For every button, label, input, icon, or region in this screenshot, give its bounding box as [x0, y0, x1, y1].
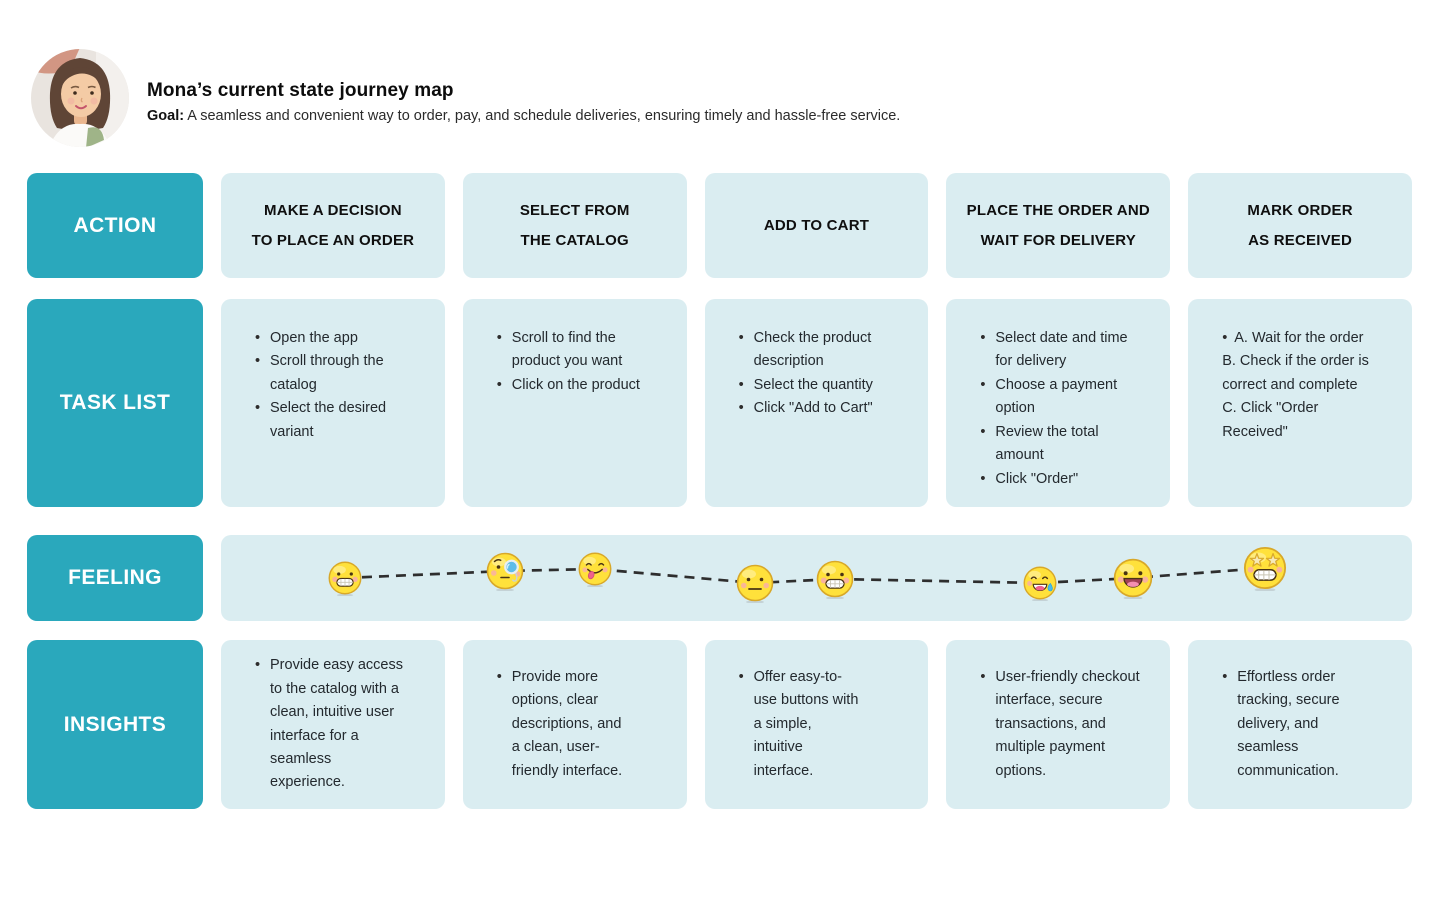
action-row: ACTION MAKE A DECISION TO PLACE AN ORDER… — [27, 173, 1412, 278]
feeling-row: FEELING — [27, 535, 1412, 621]
task-card-5: A. Wait for the order B. Check if the or… — [1188, 299, 1412, 507]
list-item: Scroll through the catalog — [255, 350, 405, 397]
insight-card-2: Provide more options, clear descriptions… — [462, 640, 687, 809]
action-card-2: SELECT FROM THE CATALOG — [462, 173, 687, 278]
list-item: User-friendly checkout interface, secure… — [980, 666, 1145, 783]
task-list-3: Check the product descriptionSelect the … — [739, 327, 889, 421]
insight-card-4: User-friendly checkout interface, secure… — [946, 640, 1171, 809]
row-label-feeling: FEELING — [27, 535, 203, 621]
task-card-3: Check the product descriptionSelect the … — [704, 299, 929, 507]
list-item: Click "Add to Cart" — [739, 397, 889, 421]
page-title: Mona’s current state journey map — [147, 80, 454, 101]
emoji-neutral-icon — [735, 563, 775, 603]
emoji-tongue-out-icon — [577, 551, 613, 587]
action-card-5-text: MARK ORDER AS RECEIVED — [1247, 201, 1353, 249]
avatar — [30, 48, 130, 148]
goal-text: A seamless and convenient way to order, … — [187, 108, 901, 124]
insight-list-5: Effortless order tracking, secure delive… — [1222, 666, 1350, 783]
list-item: Select date and time for delivery — [980, 327, 1137, 374]
task-list-1: Open the appScroll through the catalogSe… — [255, 327, 405, 444]
goal-line: Goal: A seamless and convenient way to o… — [147, 108, 900, 124]
row-label-insights: INSIGHTS — [27, 640, 203, 809]
insight-card-5: Effortless order tracking, secure delive… — [1188, 640, 1412, 809]
insight-list-1: Provide easy access to the catalog with … — [255, 654, 405, 795]
avatar-illustration — [31, 49, 129, 147]
row-label-task-list: TASK LIST — [27, 299, 203, 507]
insight-card-1: Provide easy access to the catalog with … — [221, 640, 445, 809]
journey-map-page: Mona’s current state journey map Goal: A… — [0, 48, 1440, 908]
row-label-action: ACTION — [27, 173, 203, 278]
insights-row: INSIGHTS Provide easy access to the cata… — [27, 640, 1412, 809]
task-list-2: Scroll to find the product you wantClick… — [497, 327, 649, 398]
feeling-band — [221, 535, 1412, 621]
list-item: A. Wait for the order B. Check if the or… — [1222, 327, 1379, 444]
list-item: Effortless order tracking, secure delive… — [1222, 666, 1350, 783]
list-item: Review the total amount — [980, 421, 1137, 468]
task-list-row: TASK LIST Open the appScroll through the… — [27, 299, 1412, 507]
insight-list-3: Offer easy-to-use buttons with a simple,… — [739, 666, 861, 783]
action-card-4: PLACE THE ORDER AND WAIT FOR DELIVERY — [946, 173, 1171, 278]
list-item: Open the app — [255, 327, 405, 351]
emoji-grinning-teeth-icon — [815, 559, 855, 599]
task-list-4: Select date and time for deliveryChoose … — [980, 327, 1137, 492]
list-item: Provide easy access to the catalog with … — [255, 654, 405, 795]
insight-list-4: User-friendly checkout interface, secure… — [980, 666, 1145, 783]
list-item: Scroll to find the product you want — [497, 327, 649, 374]
action-card-1: MAKE A DECISION TO PLACE AN ORDER — [221, 173, 445, 278]
emoji-sweat-smile-icon — [1022, 565, 1058, 601]
action-card-5: MARK ORDER AS RECEIVED — [1188, 173, 1412, 278]
list-item: Select the desired variant — [255, 397, 405, 444]
list-item: Select the quantity — [739, 374, 889, 398]
action-card-3: ADD TO CART — [704, 173, 929, 278]
action-card-3-text: ADD TO CART — [763, 216, 870, 234]
action-card-2-text: SELECT FROM THE CATALOG — [519, 201, 630, 249]
goal-label: Goal: — [147, 108, 185, 124]
task-card-1: Open the appScroll through the catalogSe… — [221, 299, 445, 507]
emoji-big-smile-icon — [1112, 557, 1154, 599]
insight-card-3: Offer easy-to-use buttons with a simple,… — [704, 640, 929, 809]
action-card-4-text: PLACE THE ORDER AND WAIT FOR DELIVERY — [966, 201, 1150, 249]
emoji-grinning-teeth-icon — [327, 560, 363, 596]
task-card-4: Select date and time for deliveryChoose … — [946, 299, 1171, 507]
task-list-5: A. Wait for the order B. Check if the or… — [1222, 327, 1379, 444]
list-item: Click "Order" — [980, 468, 1137, 492]
action-card-1-text: MAKE A DECISION TO PLACE AN ORDER — [251, 201, 415, 249]
list-item: Choose a payment option — [980, 374, 1137, 421]
header: Mona’s current state journey map Goal: A… — [30, 48, 1440, 148]
insight-list-2: Provide more options, clear descriptions… — [497, 666, 629, 783]
emoji-monocle-icon — [485, 551, 525, 591]
list-item: Check the product description — [739, 327, 889, 374]
emoji-star-struck-icon — [1242, 545, 1288, 591]
header-text: Mona’s current state journey map Goal: A… — [147, 72, 900, 124]
list-item: Offer easy-to-use buttons with a simple,… — [739, 666, 861, 783]
list-item: Provide more options, clear descriptions… — [497, 666, 629, 783]
task-card-2: Scroll to find the product you wantClick… — [462, 299, 687, 507]
list-item: Click on the product — [497, 374, 649, 398]
